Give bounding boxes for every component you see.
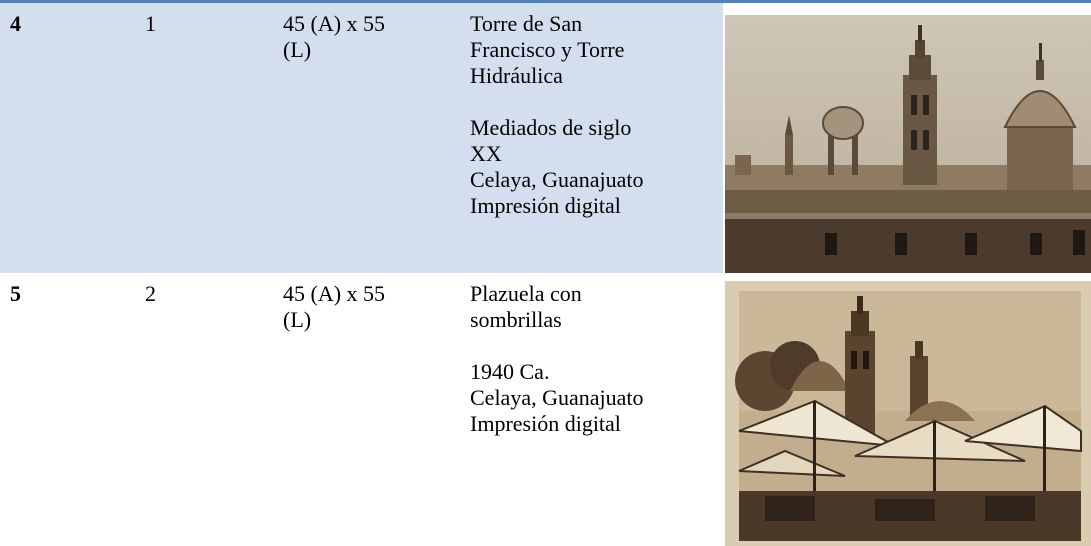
title-line: sombrillas [470, 307, 562, 332]
detail-line: Impresión digital [470, 411, 621, 436]
size-line: (L) [283, 37, 312, 62]
detail-line: Celaya, Guanajuato [470, 167, 644, 192]
row-shading [0, 3, 723, 273]
table-row: 5 2 45 (A) x 55 (L) Plazuela con sombril… [0, 273, 1091, 546]
table-top-rule [0, 0, 1091, 3]
title-line: Francisco y Torre [470, 37, 625, 62]
sepia-photo-plaza-umbrellas-icon [725, 281, 1091, 546]
size-line: 45 (A) x 55 [283, 11, 386, 36]
detail-line: Mediados de siglo [470, 115, 632, 140]
row-number: 5 [10, 281, 21, 306]
row-description: Plazuela con sombrillas 1940 Ca. Celaya,… [470, 281, 720, 437]
row-index: 2 [145, 281, 156, 306]
row-number: 4 [10, 11, 21, 36]
detail-line: 1940 Ca. [470, 359, 550, 384]
title-line: Plazuela con [470, 281, 582, 306]
row-size: 45 (A) x 55 (L) [283, 281, 453, 333]
detail-line: Impresión digital [470, 193, 621, 218]
size-line: 45 (A) x 55 [283, 281, 386, 306]
sepia-photo-towers-domes-icon [725, 15, 1091, 273]
table-row: 4 1 45 (A) x 55 (L) Torre de San Francis… [0, 3, 1091, 273]
title-line: Hidráulica [470, 63, 563, 88]
row-size: 45 (A) x 55 (L) [283, 11, 453, 63]
row-description: Torre de San Francisco y Torre Hidráulic… [470, 11, 720, 219]
row-index: 1 [145, 11, 156, 36]
title-line: Torre de San [470, 11, 583, 36]
size-line: (L) [283, 307, 312, 332]
detail-line: Celaya, Guanajuato [470, 385, 644, 410]
detail-line: XX [470, 141, 502, 166]
